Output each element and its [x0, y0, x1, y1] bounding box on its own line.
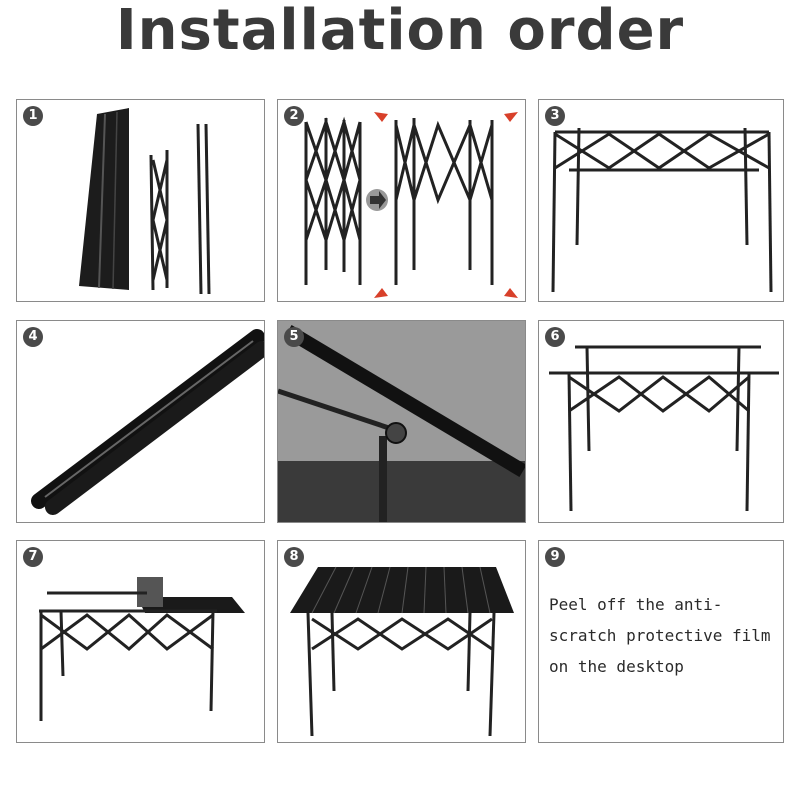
step-8-panel: 8	[277, 540, 526, 743]
completed-table-illustration	[290, 566, 514, 737]
step-4-panel: 4	[16, 320, 265, 523]
rolling-top-illustration	[39, 577, 245, 721]
step-2-panel: 2	[277, 99, 526, 302]
step-number-badge: 9	[545, 547, 565, 567]
joint-closeup-illustration	[278, 321, 525, 522]
step-6-panel: 6	[538, 320, 784, 523]
step-number-badge: 4	[23, 327, 43, 347]
step-number-badge: 7	[23, 547, 43, 567]
unfolding-frame-illustration	[304, 112, 518, 298]
tubes-closeup-illustration	[31, 329, 264, 515]
step-number-badge: 5	[284, 327, 304, 347]
step-9-instruction: Peel off the anti-scratch protective fil…	[549, 595, 771, 676]
step-number-badge: 8	[284, 547, 304, 567]
step-3-panel: 3	[538, 99, 784, 302]
expanded-frame-illustration	[551, 127, 773, 293]
step-9-panel: 9 Peel off the anti-scratch protective f…	[538, 540, 784, 743]
page-title: Installation order	[115, 0, 685, 63]
step-number-badge: 1	[23, 106, 43, 126]
step-1-panel: 1	[16, 99, 265, 302]
step-7-panel: 7	[16, 540, 265, 743]
step-number-badge: 2	[284, 106, 304, 126]
step-5-panel: 5	[277, 320, 526, 523]
step-number-badge: 3	[545, 106, 565, 126]
frame-with-rails-illustration	[549, 345, 779, 512]
folded-parts-illustration	[79, 108, 211, 295]
step-number-badge: 6	[545, 327, 565, 347]
